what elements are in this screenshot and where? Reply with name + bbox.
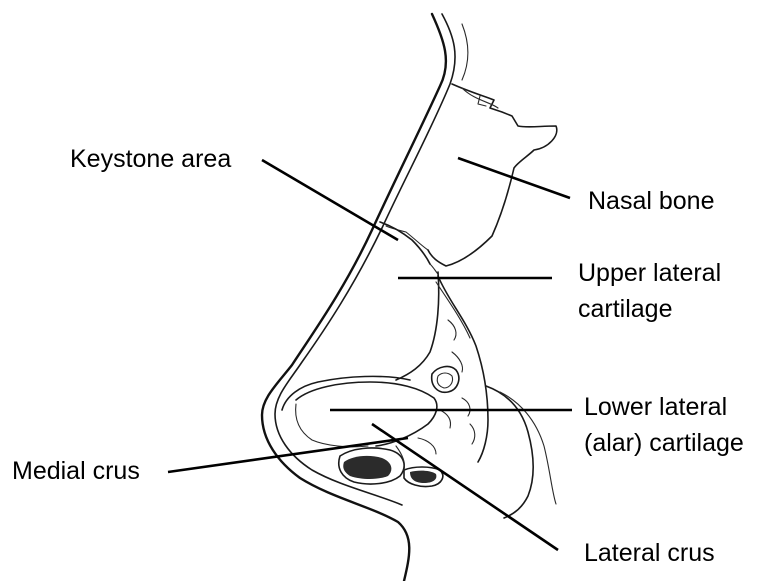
- leader-nasal-bone: [458, 158, 570, 198]
- upper-lateral-cartilage: [396, 272, 470, 380]
- label-lateral-crus: Lateral crus: [584, 538, 715, 568]
- label-upper-lateral-line2: cartilage: [578, 294, 673, 324]
- label-lower-lateral-line2: (alar) cartilage: [584, 428, 744, 458]
- label-medial-crus: Medial crus: [12, 456, 140, 486]
- leader-keystone-area: [262, 160, 398, 240]
- label-lower-lateral-line1: Lower lateral: [584, 392, 727, 422]
- alar-region: [339, 386, 556, 518]
- keystone-junction: [380, 222, 438, 274]
- label-nasal-bone: Nasal bone: [588, 186, 714, 216]
- nose-profile-outline: [262, 14, 468, 581]
- label-keystone-area: Keystone area: [70, 144, 231, 174]
- label-upper-lateral-line1: Upper lateral: [578, 258, 721, 288]
- leader-lines: [168, 158, 572, 550]
